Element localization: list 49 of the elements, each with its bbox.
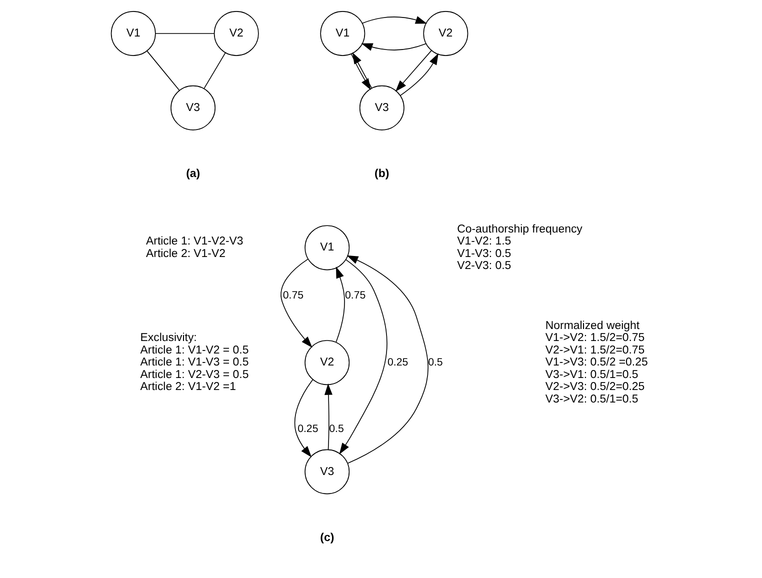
label: Co-authorship frequency <box>456 223 582 236</box>
label: Article 2: V1-V2 =1 <box>140 381 236 394</box>
label: (b) <box>374 168 389 180</box>
arrow <box>394 50 432 92</box>
arrow <box>280 258 312 348</box>
arrow <box>399 53 438 96</box>
node-circle: V3 <box>304 449 350 494</box>
arrow <box>346 255 428 464</box>
label: Article 1: V1-V2-V3 <box>146 236 243 248</box>
connector <box>146 50 180 91</box>
node-circle: V3 <box>170 85 216 130</box>
edge-label: 0.25 <box>387 356 408 368</box>
label: V3->V2: 0.5/1=0.5 <box>544 393 638 406</box>
arrow <box>338 259 387 454</box>
label: V2-V3: 0.5 <box>456 260 511 272</box>
arrow <box>324 383 332 450</box>
node-circle: V3 <box>358 85 404 130</box>
edge-label: 0.25 <box>297 423 318 436</box>
node-circle: V1 <box>304 225 350 270</box>
edge-label: 0.5 <box>428 356 442 368</box>
label: Article 1: V2-V3 = 0.5 <box>140 368 248 381</box>
arrow <box>294 379 313 458</box>
label: (c) <box>320 532 334 544</box>
label: Article 2: V1-V2 <box>146 248 225 260</box>
label: Exclusivity: <box>140 332 196 344</box>
label: V3->V1: 0.5/1=0.5 <box>544 368 638 381</box>
label: V1-V2: 1.5 <box>456 236 511 248</box>
connector <box>154 33 214 34</box>
label: V1->V2: 1.5/2=0.75 <box>544 332 644 344</box>
node-circle: V2 <box>213 11 258 56</box>
arrow <box>360 43 426 51</box>
edge-label: 0.5 <box>328 423 344 436</box>
node-circle: V2 <box>422 11 468 56</box>
edge-label: 0.75 <box>282 290 304 302</box>
label: Article 1: V1-V3 = 0.5 <box>140 356 248 369</box>
label: Normalized weight <box>544 320 640 332</box>
arrow <box>335 266 344 343</box>
label: (a) <box>186 168 200 180</box>
label: Article 1: V1-V2 = 0.5 <box>140 344 248 356</box>
connector <box>203 52 226 89</box>
node-circle: V2 <box>304 340 350 386</box>
label: V2->V3: 0.5/2=0.25 <box>544 381 644 394</box>
label: V2->V1: 1.5/2=0.75 <box>544 344 644 356</box>
edge-label: 0.75 <box>344 290 366 302</box>
node-circle: V1 <box>110 11 156 56</box>
label: V1-V3: 0.5 <box>456 248 511 260</box>
label: V1->V3: 0.5/2 =0.25 <box>544 356 648 369</box>
node-circle: V1 <box>320 11 365 56</box>
arrow <box>361 16 426 24</box>
